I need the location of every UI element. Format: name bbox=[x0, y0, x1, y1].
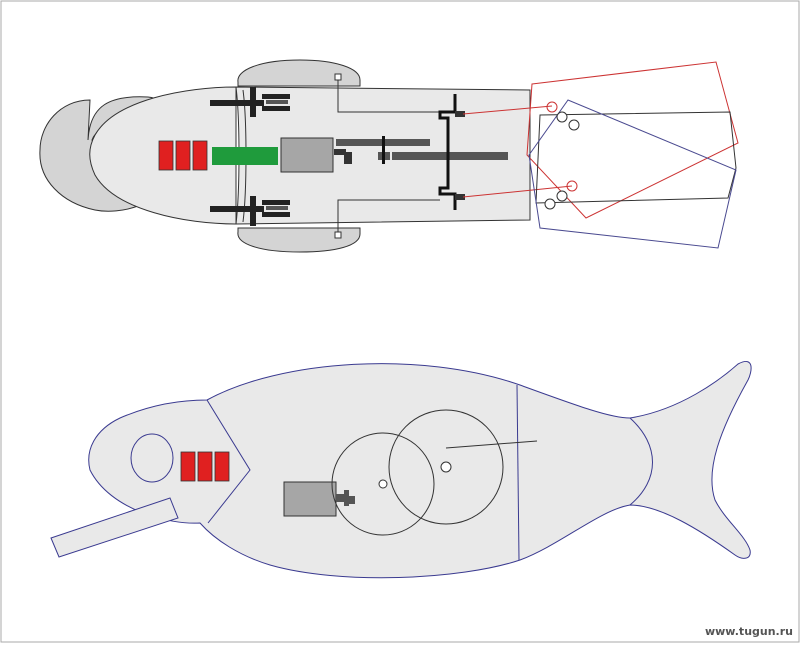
side-crank-rod bbox=[445, 440, 538, 449]
top-servo-upper bbox=[210, 87, 290, 117]
top-tail-pivot-6 bbox=[544, 198, 556, 210]
top-tail-pivot-5 bbox=[556, 190, 568, 202]
side-gear-large bbox=[388, 409, 504, 525]
watermark-text: www.tugun.ru bbox=[701, 625, 796, 639]
side-battery-1 bbox=[180, 451, 196, 482]
top-tail-link-upper bbox=[462, 105, 553, 115]
top-rail-pin-upper bbox=[334, 73, 342, 81]
top-view bbox=[39, 59, 739, 253]
top-shaft-lower bbox=[392, 152, 508, 160]
top-crank-linkage bbox=[438, 94, 457, 210]
top-battery-3 bbox=[192, 140, 208, 171]
side-tail-divider bbox=[629, 417, 653, 506]
side-eye bbox=[130, 433, 174, 483]
top-tail-fin-red bbox=[526, 61, 739, 219]
side-battery-2 bbox=[197, 451, 213, 482]
top-pectoral-fin-lower bbox=[237, 227, 361, 253]
top-circuit-board bbox=[212, 147, 278, 165]
top-tail-fin-blue bbox=[528, 99, 737, 249]
side-mid-divider bbox=[516, 384, 520, 561]
top-rail-pin-lower bbox=[334, 231, 342, 239]
side-motor-gear-a bbox=[336, 494, 346, 502]
top-battery-1 bbox=[158, 140, 174, 171]
side-motor-gear-c bbox=[349, 496, 355, 504]
side-head-divider bbox=[206, 399, 251, 524]
side-motor bbox=[283, 481, 337, 517]
top-tail-link-lower bbox=[462, 185, 573, 198]
side-battery-3 bbox=[214, 451, 230, 482]
top-tail-pivot-4 bbox=[566, 180, 578, 192]
top-tail-fin-dark bbox=[535, 111, 737, 204]
top-tail-pivot-3 bbox=[568, 119, 580, 131]
top-motor-gear bbox=[344, 152, 352, 164]
side-gear-small bbox=[331, 432, 435, 536]
side-motor-gear-b bbox=[344, 490, 349, 506]
top-tail-pivot-2 bbox=[556, 111, 568, 123]
top-battery-2 bbox=[175, 140, 191, 171]
side-gear-large-axle bbox=[440, 461, 452, 473]
top-rail-upper bbox=[337, 78, 440, 113]
side-gear-small-axle bbox=[378, 479, 388, 489]
top-crank-pin-lower bbox=[455, 194, 465, 200]
top-motor-shaft-stub bbox=[334, 149, 346, 155]
top-crank-pin-upper bbox=[455, 111, 465, 117]
top-motor bbox=[280, 137, 334, 173]
top-servo-lower bbox=[210, 196, 290, 226]
top-rail-lower bbox=[337, 199, 440, 234]
top-pectoral-fin-upper bbox=[237, 59, 361, 87]
side-view bbox=[50, 361, 752, 579]
side-mouth-rod bbox=[50, 497, 179, 558]
top-shaft-bearing bbox=[382, 136, 385, 164]
top-tail-pivot-1 bbox=[546, 101, 558, 113]
